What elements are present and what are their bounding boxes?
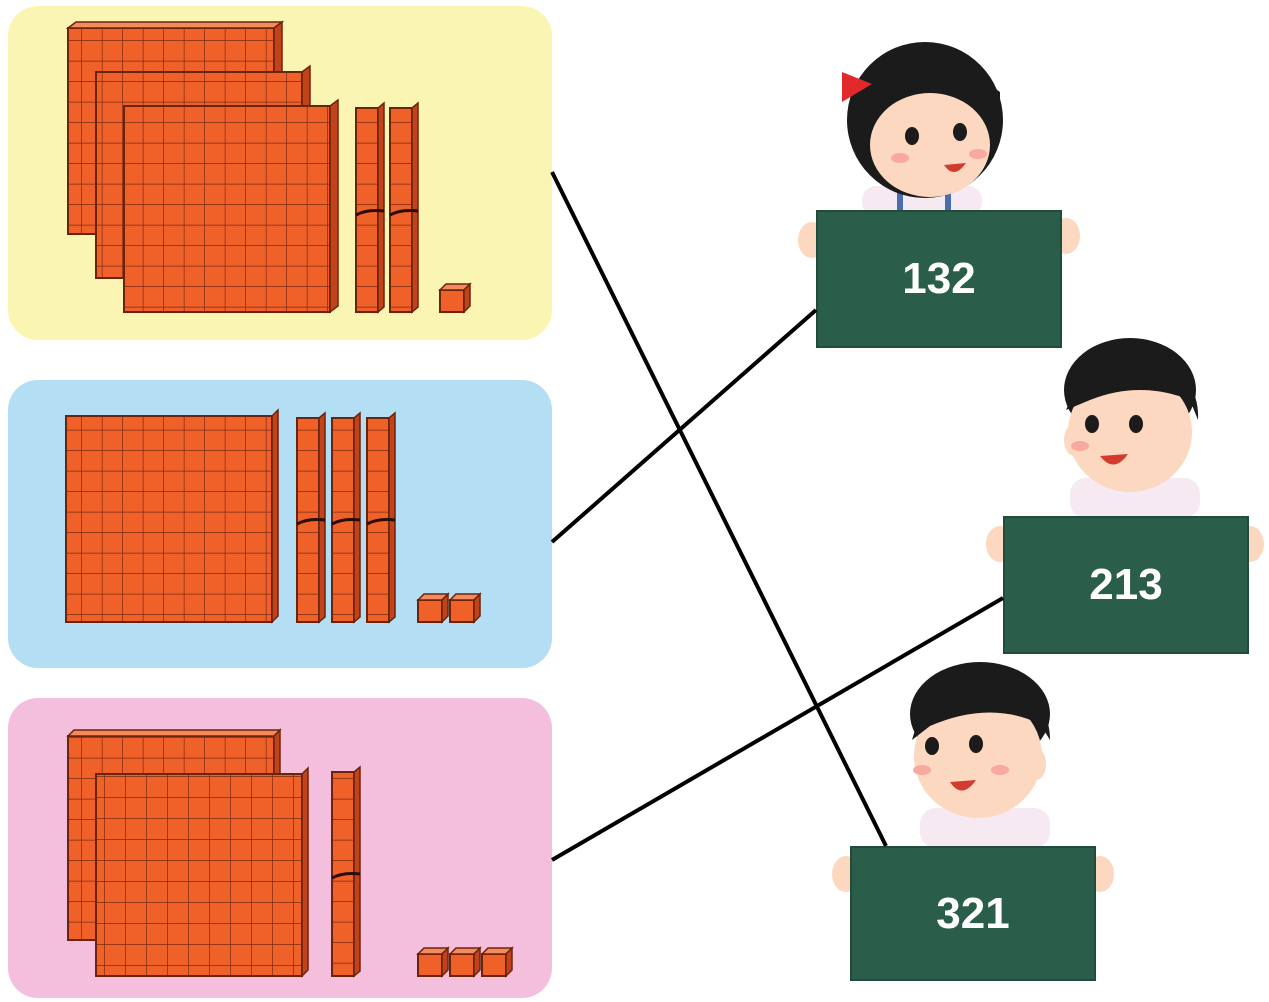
cube-2b [448,592,482,624]
flat-2a [65,408,279,624]
rod-2c [366,411,396,624]
number-board-2: 213 [1003,516,1249,654]
number-board-1: 132 [816,210,1062,348]
cube-3b [448,946,482,978]
rod-2a [296,411,326,624]
rod-1a [355,101,385,314]
cube-3a [416,946,450,978]
rod-1b [389,101,419,314]
boy-figure-1 [986,338,1264,562]
rod-3a [331,765,361,978]
match-line-2 [550,308,818,544]
girl-figure [798,42,1080,258]
flat-3b [95,766,309,978]
match-line-1 [550,171,888,847]
match-line-3 [550,596,1005,862]
flat-1c [123,98,339,314]
rod-2b [331,411,361,624]
cube-3c [480,946,514,978]
board-2-value: 213 [1089,560,1163,609]
cube-1a [438,282,472,314]
number-board-3: 321 [850,846,1096,981]
board-1-value: 132 [902,254,976,303]
boy-figure-2 [832,662,1114,892]
board-3-value: 321 [936,888,1010,938]
cube-2a [416,592,450,624]
